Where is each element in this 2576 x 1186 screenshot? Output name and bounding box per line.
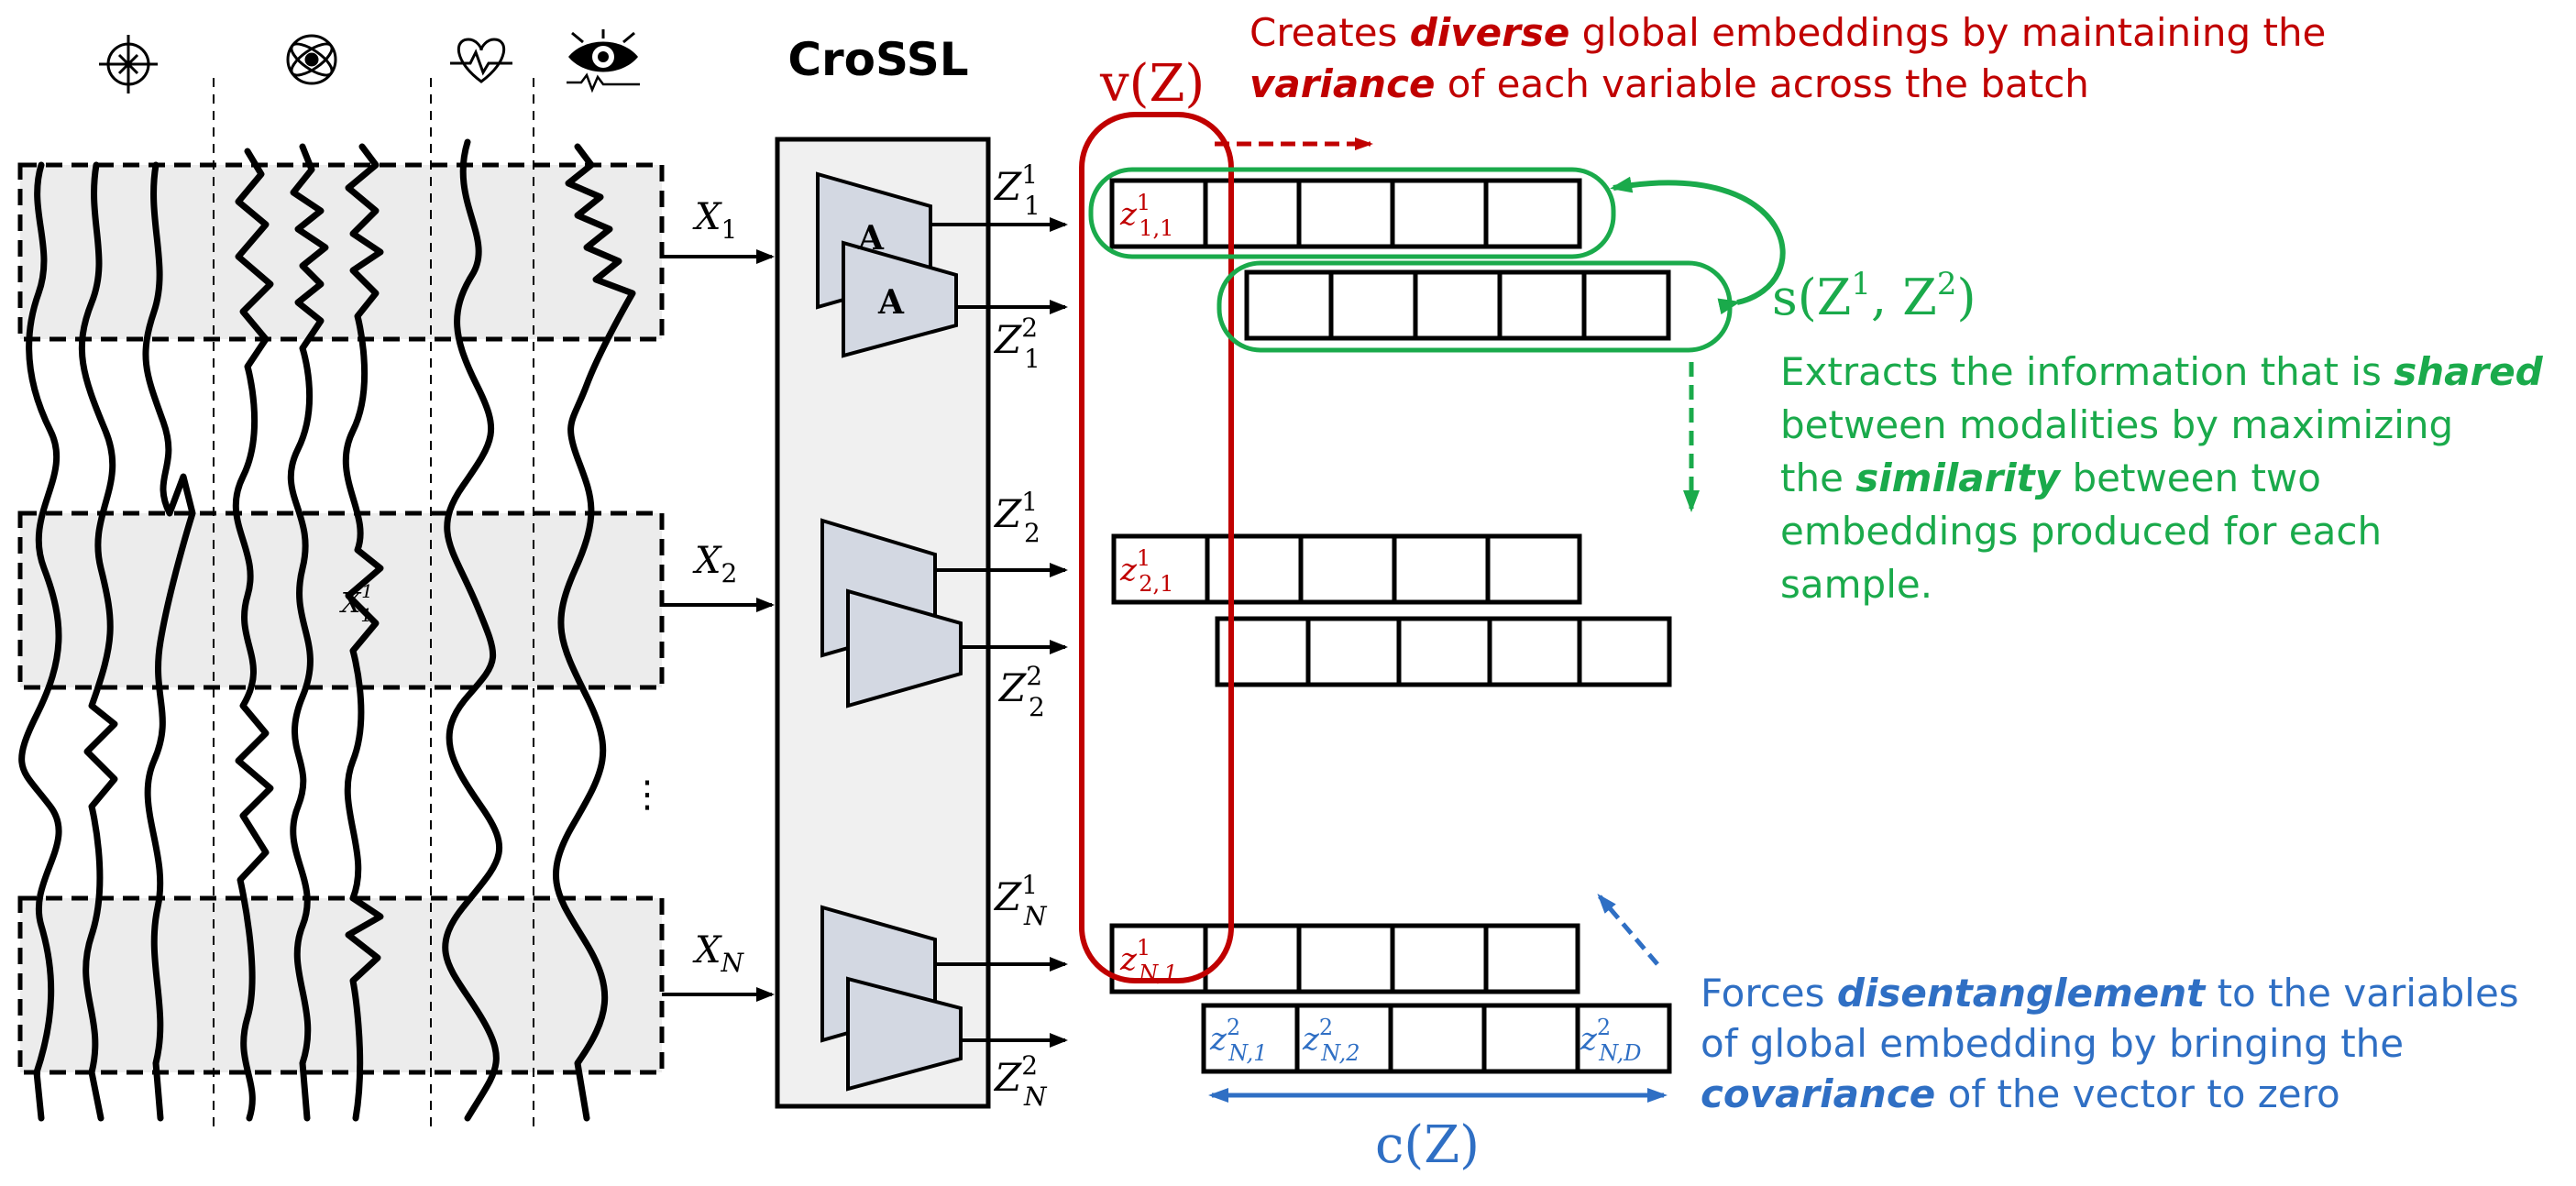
trace-4 — [232, 148, 274, 1122]
embedding-1-1 — [1109, 178, 1582, 249]
signal-windows — [17, 162, 665, 1075]
embedding-vectors — [1109, 178, 1672, 1074]
window-2 — [17, 511, 665, 690]
vertical-ellipsis: ⋮ — [629, 774, 666, 816]
input-label-1: X1 — [692, 196, 737, 245]
variance-line-2: variance of each variable across the bat… — [1249, 61, 2089, 106]
covariance-line-2: of global embedding by bringing the — [1701, 1021, 2404, 1066]
trace-5 — [287, 143, 329, 1122]
trace-1 — [18, 161, 62, 1122]
embedding-2-2 — [1215, 616, 1672, 687]
covariance-line-3: covariance of the vector to zero — [1701, 1071, 2340, 1116]
embedding-1-2 — [1244, 269, 1671, 341]
window-n — [17, 895, 665, 1075]
input-label-2: X2 — [692, 540, 737, 588]
window-1 — [17, 162, 665, 342]
output-arrows — [930, 217, 1068, 1048]
covariance-symbol: c(Z) — [1375, 1115, 1480, 1175]
heart-ecg-icon — [450, 38, 512, 83]
gyroscope-icon — [286, 34, 337, 85]
similarity-text: Extracts the information that is shared … — [1780, 349, 2544, 607]
covariance-diag-arrow — [1597, 893, 1659, 966]
trace-3 — [142, 161, 196, 1122]
input-arrows — [662, 249, 775, 1002]
encoder-2b — [846, 588, 963, 708]
encoder-label-a1: A — [857, 219, 885, 258]
embedding-2-1 — [1111, 533, 1582, 605]
trace-8 — [552, 143, 636, 1122]
stray-x-label: X11 — [339, 580, 373, 626]
modality-separators — [213, 78, 534, 1127]
modality-icons — [99, 29, 640, 93]
encoder-nb — [846, 976, 963, 1092]
trace-2 — [78, 161, 118, 1122]
variance-outline — [1079, 112, 1234, 983]
similarity-line-4: embeddings produced for each — [1780, 509, 2382, 554]
trace-6 — [342, 143, 384, 1122]
encoders — [816, 171, 963, 1092]
similarity-loop-arrow — [1610, 176, 1786, 315]
signal-traces — [18, 138, 636, 1122]
similarity-symbol: s(Z1, Z2) — [1772, 266, 1976, 326]
input-label-n: XN — [692, 929, 744, 978]
similarity-line-3: the similarity between two — [1780, 456, 2321, 500]
variance-symbol: v(Z) — [1099, 54, 1205, 114]
variance-line-1: Creates diverse global embeddings by mai… — [1249, 10, 2326, 55]
trace-7 — [442, 138, 503, 1122]
covariance-text: Forces disentanglement to the variables … — [1701, 971, 2519, 1116]
similarity-line-5: sample. — [1780, 562, 1932, 607]
crosshair-sensor-icon — [99, 35, 158, 93]
embedding-n-2 — [1201, 1003, 1672, 1074]
similarity-line-1: Extracts the information that is shared — [1780, 349, 2544, 394]
covariance-line-1: Forces disentanglement to the variables — [1701, 971, 2519, 1016]
encoder-label-a2: A — [877, 283, 905, 322]
encoder-1b — [842, 240, 958, 358]
eye-eeg-icon — [567, 29, 640, 93]
page-title: CroSSL — [787, 33, 968, 86]
similarity-line-2: between modalities by maximizing — [1780, 402, 2453, 447]
